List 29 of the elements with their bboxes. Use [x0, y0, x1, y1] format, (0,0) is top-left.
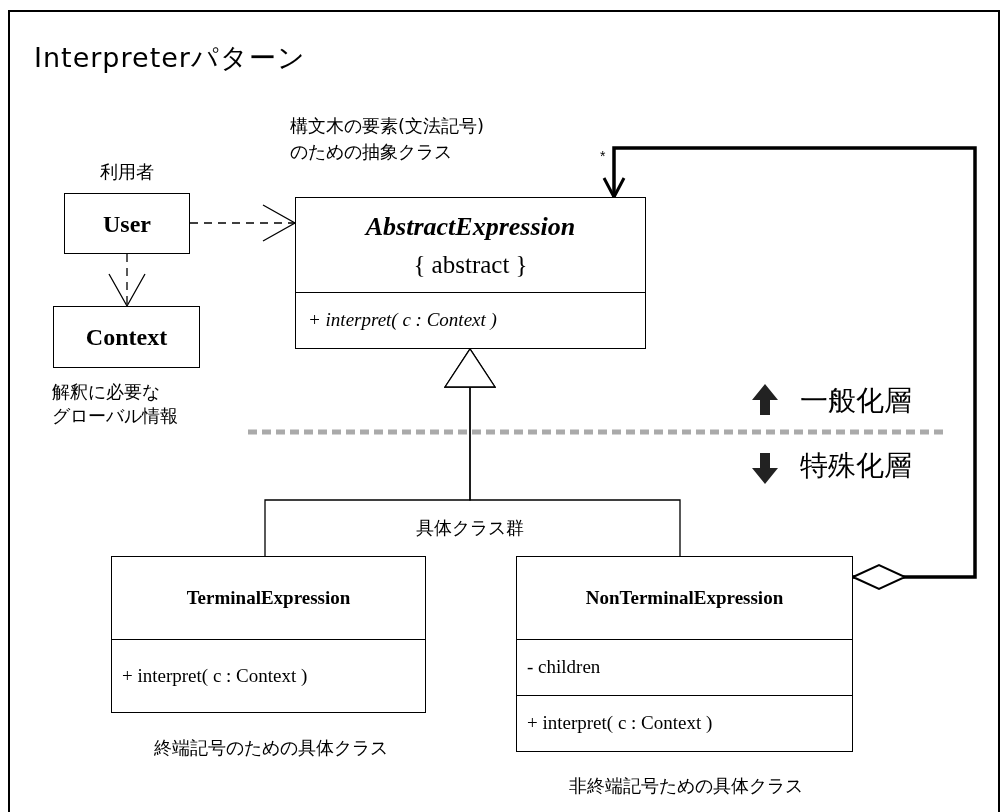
layer-label: 特殊化層 — [800, 448, 912, 484]
diagram-title: Interpreterパターン — [34, 41, 306, 75]
dependency-arrow — [189, 204, 296, 242]
class-note: グローバル情報 — [52, 404, 178, 428]
class-member: + interpret( c : Context ) — [308, 308, 497, 333]
class-name: NonTerminalExpression — [585, 585, 784, 610]
class-member: { abstract } — [413, 249, 528, 280]
class-member: + interpret( c : Context ) — [122, 663, 308, 688]
layer-label: 一般化層 — [800, 383, 912, 419]
class-name: Context — [85, 323, 168, 352]
class-name: TerminalExpression — [186, 585, 351, 610]
class-box — [295, 197, 646, 349]
class-box — [64, 193, 190, 254]
class-name: User — [103, 209, 151, 239]
class-note: 構文木の要素(文法記号) — [290, 114, 485, 138]
class-name: AbstractExpression — [365, 210, 576, 243]
generalization-arrow — [444, 348, 681, 557]
class-note: 解釈に必要な — [52, 380, 160, 404]
class-note: のための抽象クラス — [290, 140, 452, 164]
class-note: 非終端記号ための具体クラス — [569, 774, 803, 798]
dependency-arrow — [108, 253, 146, 307]
class-box — [111, 556, 426, 713]
class-member: + interpret( c : Context ) — [527, 711, 713, 736]
class-note: 終端記号のための具体クラス — [154, 736, 388, 760]
class-box — [53, 306, 200, 368]
class-member: - children — [527, 655, 601, 680]
class-box — [516, 556, 853, 752]
aggregation-arrow — [602, 146, 977, 590]
class-note: 利用者 — [100, 160, 154, 184]
